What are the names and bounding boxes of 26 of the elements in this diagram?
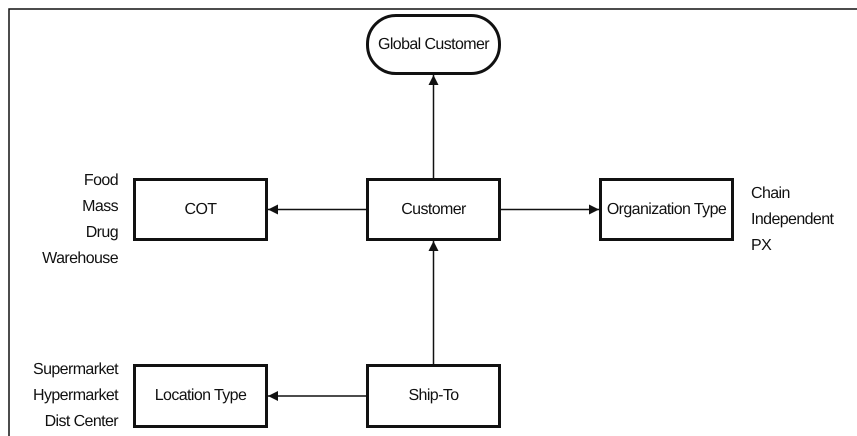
type-value-label: Mass	[82, 197, 118, 217]
type-value-label: Warehouse	[42, 249, 118, 269]
arrow	[428, 75, 438, 178]
type-value-label: Hypermarket	[33, 386, 118, 406]
type-value-label: PX	[751, 236, 772, 256]
arrow	[501, 204, 599, 214]
type-value-label: Dist Center	[44, 412, 118, 432]
node-label: Ship-To	[407, 386, 460, 406]
arrow	[428, 241, 438, 364]
entity-box	[133, 178, 268, 241]
arrow	[268, 391, 366, 401]
entity-box	[366, 364, 501, 428]
entity-box	[599, 178, 734, 241]
type-value-label: Food	[84, 171, 118, 191]
type-value-label: Independent	[751, 210, 834, 230]
node-label: COT	[184, 200, 218, 220]
type-value-label: Chain	[751, 184, 790, 204]
entity-box	[133, 364, 268, 428]
type-value-label: Supermarket	[33, 360, 118, 380]
node-label: Customer	[400, 200, 467, 220]
node-label: Location Type	[154, 386, 248, 406]
node-label: Organization Type	[606, 200, 728, 220]
type-value-label: Drug	[86, 223, 118, 243]
node-label: Global Customer	[376, 34, 490, 55]
arrow	[268, 204, 366, 214]
entity-box	[366, 178, 501, 241]
